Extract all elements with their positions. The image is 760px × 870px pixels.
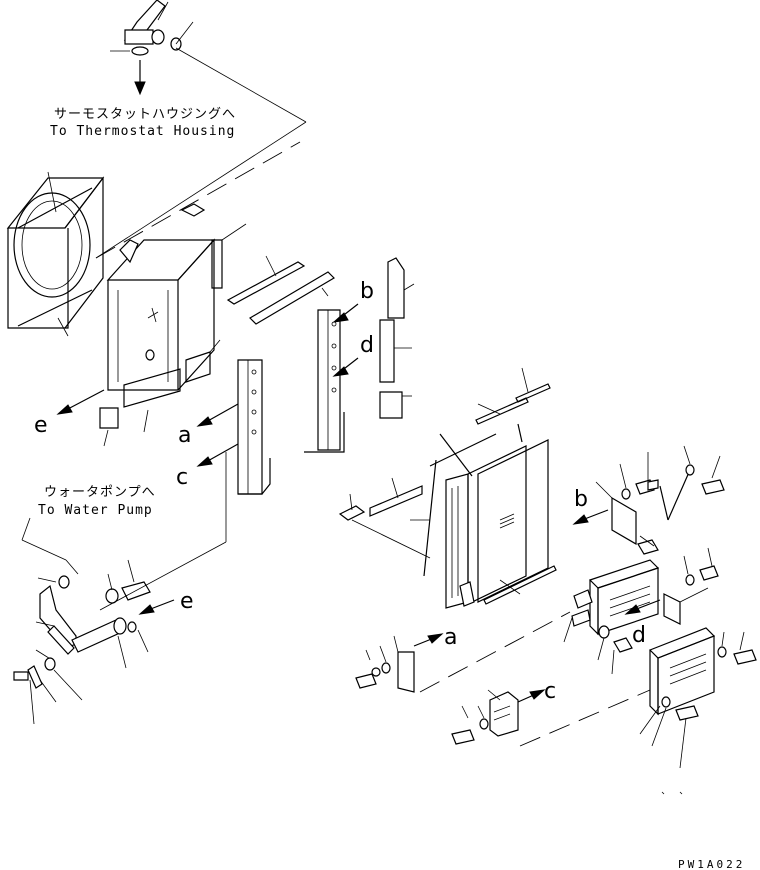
letter-e-lower: e [180,589,194,614]
letter-c-lower: c [544,679,556,704]
letter-a-upper: a [178,423,191,448]
arrow-c-lower [517,689,546,703]
arrow-a-upper [196,403,239,427]
oil-cooler-strips [338,367,557,605]
letter-c-upper: c [176,465,188,490]
letter-b-lower: b [574,487,588,512]
arrow-b-upper [332,303,359,323]
bolts-upper-right [619,445,725,521]
thermostat-label-jp: サーモスタットハウジングへ [54,107,236,122]
thermostat-label-en: To Thermostat Housing [50,124,235,139]
leader-thermostat [95,141,301,259]
aftercooler-core [563,559,660,675]
bracket-c-plate [451,689,519,745]
arrow-a-lower [413,633,444,647]
letter-b-upper: b [360,279,374,304]
radiator-core [106,238,216,391]
letter-a-lower: a [444,625,457,650]
seal-strips [379,257,415,419]
arrow-e-upper [56,389,105,415]
lower-cooler-core [639,627,757,769]
leader-a [419,611,571,693]
arrow-c-upper [196,443,239,467]
letter-d-lower: d [632,623,646,648]
oil-cooler-core [423,423,549,609]
seal-pads [99,203,335,447]
bracket-a-plate [355,635,415,693]
water-pump-label-jp: ウォータポンプへ [44,485,156,500]
water-pump-label-en: To Water Pump [38,503,153,518]
water-pump-hose-group [13,452,227,725]
thermostat-hose-group [95,0,307,259]
drawing-code: PW1A022 [678,858,745,870]
bracket-b-plate [595,481,659,555]
bracket-left [237,359,271,495]
arrow-d-upper [332,357,359,377]
letter-d-upper: d [360,333,374,358]
letter-e-upper: e [34,413,48,438]
leader-c [519,689,651,747]
bolts-middle-right [663,547,719,625]
arrow-b-lower [572,509,609,525]
arrow-d-lower [624,599,661,615]
bracket-right [304,309,345,453]
arrow-e-lower [138,599,175,615]
fan-shroud [6,171,105,337]
